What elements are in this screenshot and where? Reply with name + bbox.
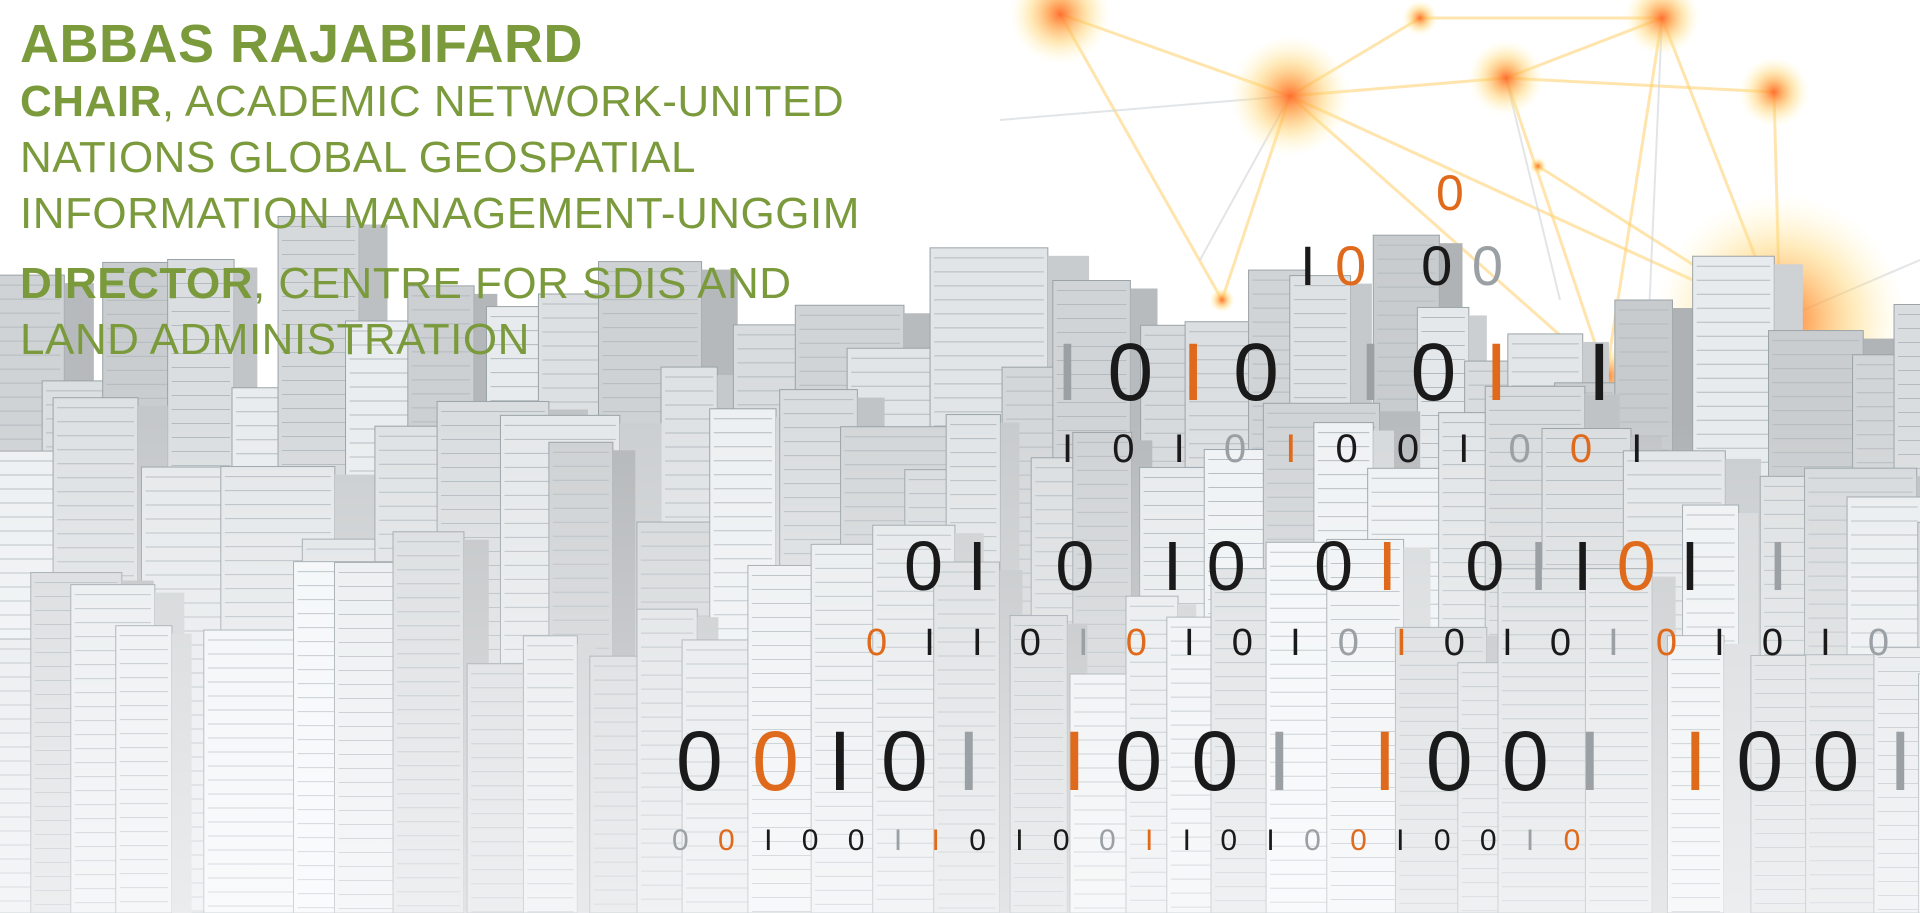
network-node <box>1402 0 1438 36</box>
role-director-org: , CENTRE FOR SDIS AND LAND ADMINISTRATIO… <box>20 259 792 364</box>
binary-row: 0 <box>1436 165 1481 221</box>
binary-row: I0 00 <box>1300 234 1523 297</box>
binary-row: 0 0 I 0 0 I I 0 I 0 0 I I 0 I 0 0 I 0 0 … <box>672 824 1591 857</box>
network-node <box>1209 287 1235 313</box>
network-node <box>1529 157 1547 175</box>
title-block: ABBAS RAJABIFARD CHAIR, ACADEMIC NETWORK… <box>20 14 880 368</box>
role-chair: CHAIR, ACADEMIC NETWORK-UNITED NATIONS G… <box>20 74 880 242</box>
binary-row: I 0 I 0 I 0 0 I 0 0 I <box>1062 427 1656 471</box>
network-node <box>1624 0 1700 56</box>
network-node <box>1739 57 1809 127</box>
network-node <box>1468 40 1544 116</box>
binary-row: 00I0I I00I I00I I00I I I00I <box>676 714 1920 808</box>
role-chair-title: CHAIR <box>20 77 162 126</box>
binary-overlay: 0 I0 00 I0I0 I0I I I 0 I 0 I 0 0 I 0 0 I 0I … <box>672 165 1920 857</box>
network-node <box>1230 36 1350 156</box>
role-director-title: DIRECTOR <box>20 259 253 308</box>
binary-row: I0I0 I0I I <box>1056 327 1639 418</box>
network-node <box>1010 0 1110 64</box>
role-director: DIRECTOR, CENTRE FOR SDIS AND LAND ADMIN… <box>20 256 880 368</box>
role-chair-org: , ACADEMIC NETWORK-UNITED NATIONS GLOBAL… <box>20 77 860 238</box>
binary-row: 0I 0 I0 0I 0II0I I <box>904 527 1812 605</box>
speaker-name: ABBAS RAJABIFARD <box>20 14 584 74</box>
binary-row: 0 I I 0 I 0 I 0 I 0 I 0 I 0 I 0 I 0 I 0 … <box>866 622 1920 664</box>
